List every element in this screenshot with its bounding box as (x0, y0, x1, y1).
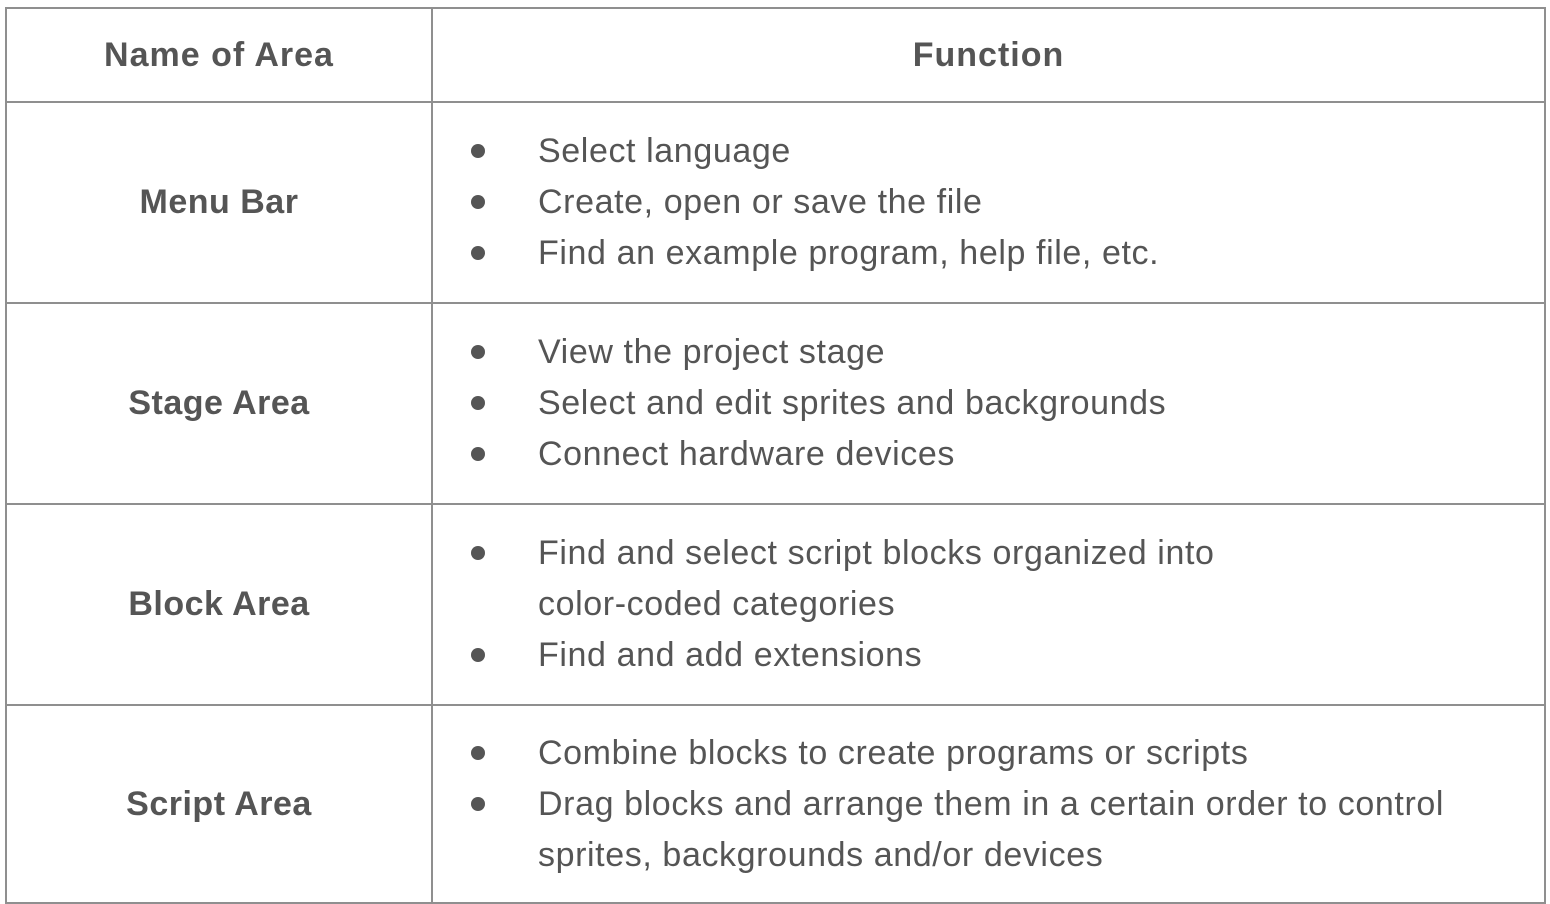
list-item: Find an example program, help file, etc. (471, 228, 1544, 279)
table-row: Block Area Find and select script blocks… (5, 503, 1546, 706)
table-row: Menu Bar Select language Create, open or… (5, 101, 1546, 304)
function-text: Select and edit sprites and backgrounds (538, 384, 1167, 422)
function-list: Select language Create, open or save the… (433, 126, 1544, 279)
list-item: View the project stage (471, 327, 1544, 378)
list-item: Find and add extensions (471, 630, 1544, 681)
bullet-dot-icon (471, 796, 485, 811)
area-name-block-area: Block Area (5, 503, 433, 706)
function-cell: View the project stage Select and edit s… (431, 302, 1546, 505)
list-item: Connect hardware devices (471, 429, 1544, 480)
function-text: View the project stage (538, 333, 886, 371)
area-name-menu-bar: Menu Bar (5, 101, 433, 304)
function-text: Find and add extensions (538, 636, 923, 674)
table-row: Stage Area View the project stage Select… (5, 302, 1546, 505)
areas-table: Name of Area Function Menu Bar Select la… (5, 7, 1546, 904)
function-cell: Combine blocks to create programs or scr… (431, 704, 1546, 904)
list-item: Create, open or save the file (471, 177, 1544, 228)
table-header-row: Name of Area Function (5, 7, 1546, 103)
bullet-dot-icon (471, 345, 485, 359)
bullet-dot-icon (471, 447, 485, 461)
table-row: Script Area Combine blocks to create pro… (5, 704, 1546, 904)
bullet-dot-icon (471, 745, 485, 760)
list-item: Combine blocks to create programs or scr… (471, 728, 1544, 779)
bullet-dot-icon (471, 195, 485, 209)
list-item: Select and edit sprites and backgrounds (471, 378, 1544, 429)
function-text: Find an example program, help file, etc. (538, 234, 1160, 272)
function-list: Find and select script blocks organized … (433, 528, 1544, 681)
function-cell: Select language Create, open or save the… (431, 101, 1546, 304)
function-list: View the project stage Select and edit s… (433, 327, 1544, 480)
bullet-dot-icon (471, 144, 485, 158)
header-name-of-area: Name of Area (5, 7, 433, 103)
list-item: Find and select script blocks organized … (471, 528, 1544, 630)
area-name-stage-area: Stage Area (5, 302, 433, 505)
function-list: Combine blocks to create programs or scr… (433, 728, 1544, 881)
function-text: Drag blocks and arrange them in a certai… (538, 784, 1445, 874)
bullet-dot-icon (471, 546, 485, 560)
header-function: Function (431, 7, 1546, 103)
area-name-script-area: Script Area (5, 704, 433, 904)
bullet-dot-icon (471, 396, 485, 410)
bullet-dot-icon (471, 648, 485, 662)
function-text: Combine blocks to create programs or scr… (538, 733, 1249, 772)
function-text: Select language (538, 132, 791, 170)
function-text: Create, open or save the file (538, 183, 983, 221)
function-text: Connect hardware devices (538, 435, 955, 473)
list-item: Drag blocks and arrange them in a certai… (471, 779, 1544, 881)
function-cell: Find and select script blocks organized … (431, 503, 1546, 706)
function-text: Find and select script blocks organized … (538, 534, 1215, 623)
bullet-dot-icon (471, 246, 485, 260)
list-item: Select language (471, 126, 1544, 177)
